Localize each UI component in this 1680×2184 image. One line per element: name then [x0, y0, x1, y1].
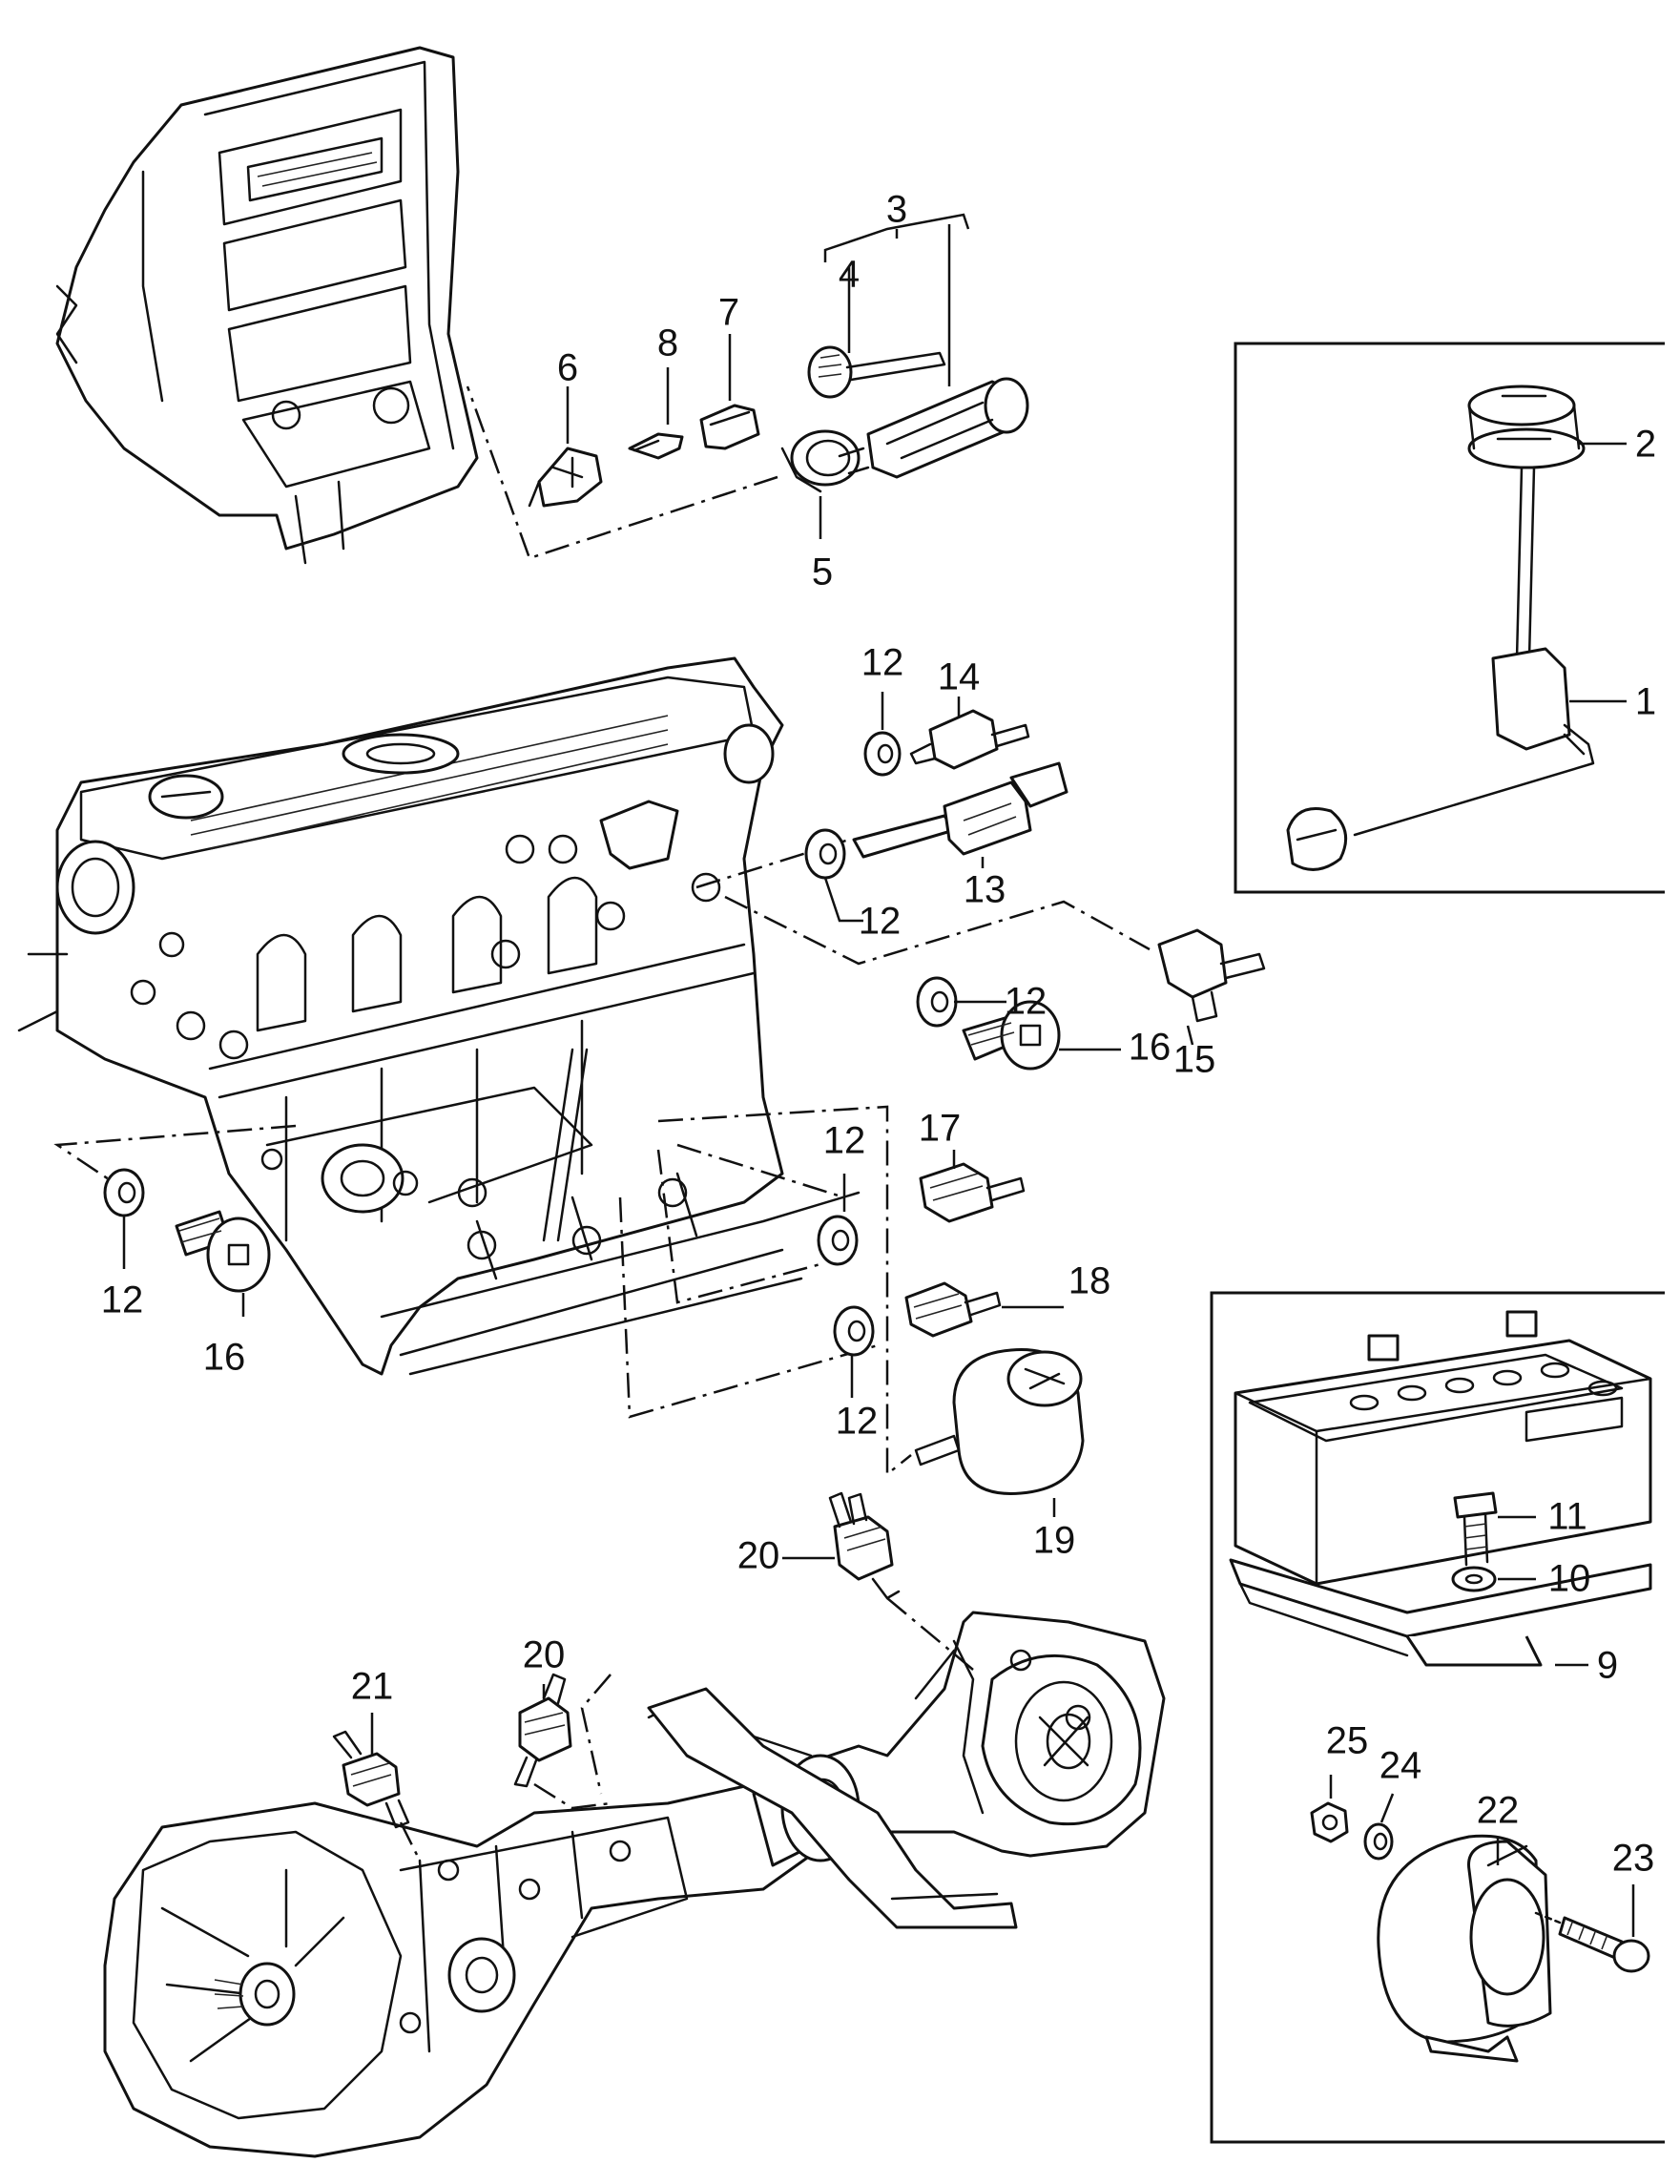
engine-cylinder-head: [17, 656, 861, 1376]
part-17-sender: [919, 1162, 1026, 1223]
sensor-leaders: [122, 692, 1194, 1517]
part-16-plug-a: [962, 1000, 1061, 1071]
callout-21: 21: [351, 1666, 394, 1708]
callout-19: 19: [1033, 1520, 1076, 1562]
callout-12-a: 12: [861, 642, 904, 684]
part-1-sender-arm: [1286, 466, 1595, 871]
part-5-ring: [780, 429, 861, 493]
callout-24: 24: [1379, 1745, 1422, 1787]
part-8-bulb: [628, 432, 684, 460]
part-12-washer-b: [804, 828, 846, 880]
callout-22: 22: [1477, 1790, 1520, 1832]
part-16-plug-b: [175, 1210, 271, 1293]
callout-10: 10: [1548, 1558, 1591, 1600]
part-9-tray: [1229, 1558, 1652, 1667]
part-15-sender: [1157, 928, 1266, 1023]
callout-1: 1: [1635, 681, 1656, 723]
part-20-sender-a: [828, 1491, 901, 1600]
callout-12-f: 12: [836, 1401, 879, 1443]
callout-20-b: 20: [523, 1634, 566, 1676]
part-14-sender: [909, 709, 1030, 770]
callout-14: 14: [938, 656, 981, 698]
callout-12-c: 12: [1005, 981, 1047, 1023]
callout-5: 5: [812, 551, 833, 593]
part-13-temp-sender: [852, 761, 1068, 859]
part-19-pressure-switch: [914, 1348, 1085, 1495]
part-20-sender-b: [513, 1673, 572, 1788]
transmission-leaders: [370, 1556, 974, 1862]
battery-panel: [1210, 1291, 1665, 2144]
part-12-washer-a: [863, 731, 902, 777]
part-6-bulb-holder: [528, 447, 603, 508]
callout-12-b: 12: [859, 901, 902, 943]
part-12-washer-d: [103, 1168, 145, 1217]
callout-12-d: 12: [101, 1279, 144, 1321]
callout-3: 3: [886, 189, 907, 231]
part-12-washer-f: [833, 1305, 875, 1357]
callout-4: 4: [839, 254, 860, 296]
dashboard-console: [55, 46, 479, 565]
control-module-assembly: [1310, 1775, 1650, 2063]
part-18-sender: [904, 1281, 1002, 1338]
callout-labels: 1 2 3 4 5 6 7 8 9 10 11 12 12 12 12 12 1…: [101, 189, 1656, 1880]
part-23-bolt: [1534, 1911, 1650, 1973]
part-lighter-housing: [838, 377, 1029, 479]
part-10-washer: [1451, 1566, 1497, 1592]
callout-2: 2: [1635, 424, 1656, 466]
part-24-washer: [1363, 1822, 1394, 1861]
lighter-assembly: [466, 213, 1029, 560]
part-11-bolt: [1453, 1491, 1498, 1567]
callout-16-b: 16: [203, 1337, 246, 1379]
part-21-sender: [332, 1730, 410, 1829]
callout-15: 15: [1173, 1039, 1216, 1081]
callout-9: 9: [1597, 1645, 1618, 1687]
callout-13: 13: [964, 869, 1006, 911]
callout-12-e: 12: [823, 1120, 866, 1162]
transmission: [103, 1611, 1166, 2158]
part-2-sender-flange: [1467, 385, 1586, 469]
callout-23: 23: [1612, 1838, 1655, 1880]
callout-18: 18: [1068, 1260, 1111, 1302]
callout-17: 17: [919, 1108, 962, 1150]
part-7-cap: [699, 404, 760, 450]
callout-11: 11: [1547, 1496, 1587, 1538]
part-12-washer-c: [916, 976, 958, 1028]
fuel-sender-panel: [1234, 342, 1665, 894]
callout-20-a: 20: [737, 1535, 780, 1577]
part-4-lighter-element: [807, 345, 946, 399]
battery: [1234, 1310, 1652, 1586]
callout-8: 8: [657, 322, 678, 364]
part-22-module: [1377, 1834, 1552, 2063]
callout-7: 7: [718, 292, 739, 334]
part-12-washer-e: [817, 1215, 859, 1266]
callout-25: 25: [1326, 1720, 1369, 1762]
callout-6: 6: [557, 347, 578, 389]
callout-16-a: 16: [1129, 1027, 1172, 1069]
part-25-nut: [1310, 1801, 1349, 1843]
